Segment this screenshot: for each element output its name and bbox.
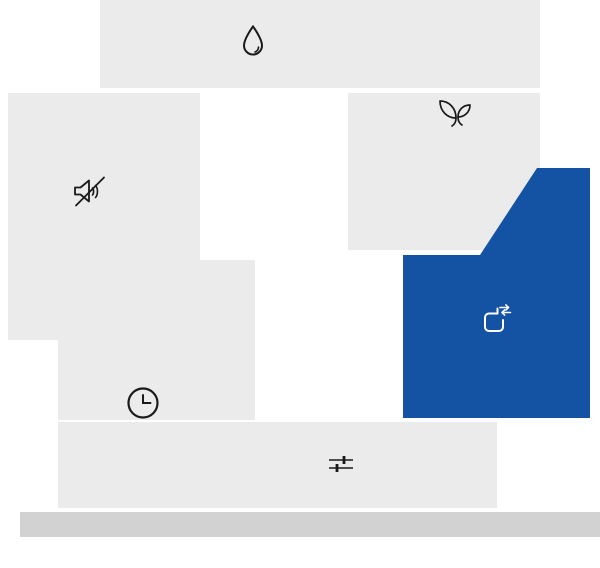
tile-settings[interactable] [58,422,497,508]
clock-icon [126,386,160,420]
tile-water[interactable] [100,0,540,88]
eco-leaves-icon [437,97,473,129]
tap-swap-icon [477,304,513,340]
sliders-icon [328,453,354,475]
tile-time[interactable] [58,260,255,420]
water-drop-icon [240,24,266,60]
speaker-mute-icon [72,175,108,209]
scrollbar-indicator[interactable] [20,512,600,537]
